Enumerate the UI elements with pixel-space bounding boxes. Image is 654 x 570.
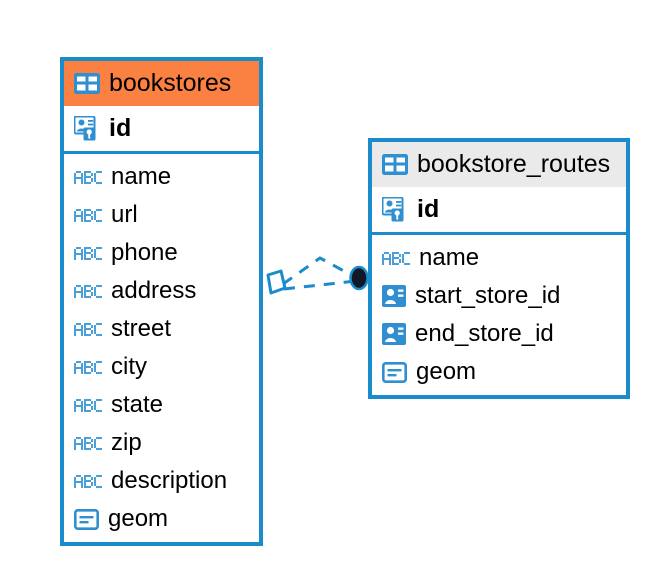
abc-text-icon bbox=[74, 323, 102, 336]
attribute-row[interactable]: address bbox=[64, 272, 259, 310]
primary-key-label-bookstores: id bbox=[109, 114, 132, 142]
primary-key-row-bookstores[interactable]: id bbox=[64, 106, 259, 154]
foreign-key-icon bbox=[382, 323, 406, 345]
geometry-blob-icon bbox=[382, 361, 407, 383]
relationship-circle-marker bbox=[349, 265, 369, 291]
attribute-row[interactable]: description bbox=[64, 462, 259, 500]
attribute-label: address bbox=[111, 277, 197, 304]
attribute-label: end_store_id bbox=[415, 320, 554, 347]
entity-title-bookstores: bookstores bbox=[109, 69, 232, 97]
relationship-diamond-marker bbox=[266, 269, 287, 295]
attribute-label: url bbox=[111, 201, 138, 228]
attribute-row[interactable]: start_store_id bbox=[372, 277, 626, 315]
relationship-line-end-store[interactable] bbox=[283, 279, 357, 291]
attribute-list-bookstore-routes: name start_store_id bbox=[372, 235, 626, 391]
attribute-row[interactable]: phone bbox=[64, 234, 259, 272]
geometry-blob-icon bbox=[74, 508, 99, 530]
entity-table-bookstore-routes[interactable]: bookstore_routes id bbox=[368, 138, 630, 399]
abc-text-icon bbox=[74, 437, 102, 450]
abc-text-icon bbox=[74, 399, 102, 412]
entity-table-bookstores[interactable]: bookstores id bbox=[60, 57, 263, 546]
attribute-label: state bbox=[111, 391, 164, 418]
attribute-row[interactable]: name bbox=[64, 158, 259, 196]
abc-text-icon bbox=[382, 252, 410, 265]
abc-text-icon bbox=[74, 361, 102, 374]
attribute-row[interactable]: geom bbox=[64, 500, 259, 538]
attribute-label: name bbox=[419, 244, 480, 271]
attribute-label: street bbox=[111, 315, 172, 342]
attribute-row[interactable]: url bbox=[64, 196, 259, 234]
attribute-row[interactable]: name bbox=[372, 239, 626, 277]
foreign-key-icon bbox=[382, 285, 406, 307]
table-icon bbox=[74, 73, 100, 94]
attribute-label: name bbox=[111, 163, 172, 190]
primary-key-icon bbox=[382, 196, 404, 221]
primary-key-label-bookstore-routes: id bbox=[417, 195, 440, 223]
attribute-row[interactable]: city bbox=[64, 348, 259, 386]
attribute-label: phone bbox=[111, 239, 178, 266]
attribute-row[interactable]: end_store_id bbox=[372, 315, 626, 353]
attribute-row[interactable]: zip bbox=[64, 424, 259, 462]
abc-text-icon bbox=[74, 171, 102, 184]
entity-header-bookstore-routes[interactable]: bookstore_routes bbox=[372, 142, 626, 187]
table-icon bbox=[382, 154, 408, 175]
entity-title-bookstore-routes: bookstore_routes bbox=[417, 150, 611, 178]
primary-key-row-bookstore-routes[interactable]: id bbox=[372, 187, 626, 235]
primary-key-icon bbox=[74, 115, 96, 140]
attribute-label: description bbox=[111, 467, 228, 494]
attribute-label: start_store_id bbox=[415, 282, 561, 309]
attribute-row[interactable]: geom bbox=[372, 353, 626, 391]
entity-header-bookstores[interactable]: bookstores bbox=[64, 61, 259, 106]
abc-text-icon bbox=[74, 285, 102, 298]
attribute-label: city bbox=[111, 353, 147, 380]
attribute-label: geom bbox=[108, 505, 169, 532]
relationship-line-start-store[interactable] bbox=[282, 256, 358, 286]
abc-text-icon bbox=[74, 247, 102, 260]
attribute-row[interactable]: state bbox=[64, 386, 259, 424]
attribute-row[interactable]: street bbox=[64, 310, 259, 348]
abc-text-icon bbox=[74, 209, 102, 222]
attribute-label: geom bbox=[416, 358, 477, 385]
abc-text-icon bbox=[74, 475, 102, 488]
attribute-list-bookstores: name url bbox=[64, 154, 259, 538]
attribute-label: zip bbox=[111, 429, 142, 456]
